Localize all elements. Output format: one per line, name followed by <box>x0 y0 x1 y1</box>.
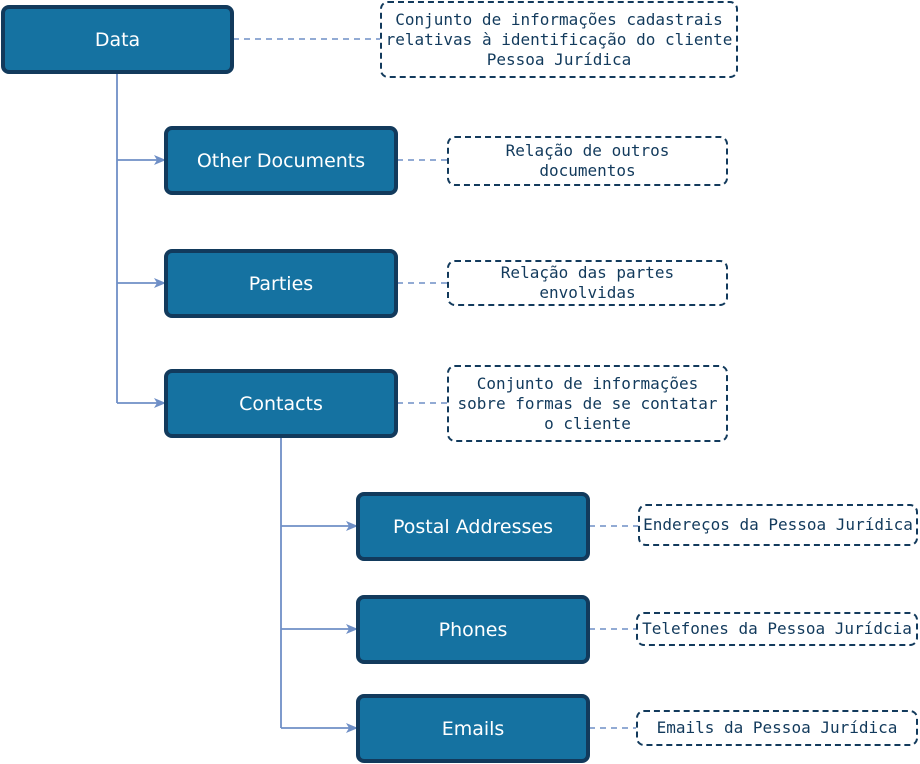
node-postal-addresses[interactable]: Postal Addresses <box>356 492 590 561</box>
note-phones: Telefones da Pessoa Jurídcia <box>636 612 918 646</box>
node-phones[interactable]: Phones <box>356 595 590 664</box>
note-contacts: Conjunto de informações sobre formas de … <box>447 365 728 442</box>
note-data: Conjunto de informações cadastrais relat… <box>380 1 738 78</box>
node-emails[interactable]: Emails <box>356 694 590 763</box>
note-other-documents: Relação de outros documentos <box>447 136 728 186</box>
note-postal-addresses: Endereços da Pessoa Jurídica <box>638 504 918 546</box>
node-parties[interactable]: Parties <box>164 249 398 318</box>
node-data[interactable]: Data <box>1 5 234 74</box>
node-contacts[interactable]: Contacts <box>164 369 398 438</box>
note-parties: Relação das partes envolvidas <box>447 260 728 306</box>
note-emails: Emails da Pessoa Jurídica <box>636 710 918 746</box>
node-other-documents[interactable]: Other Documents <box>164 126 398 195</box>
